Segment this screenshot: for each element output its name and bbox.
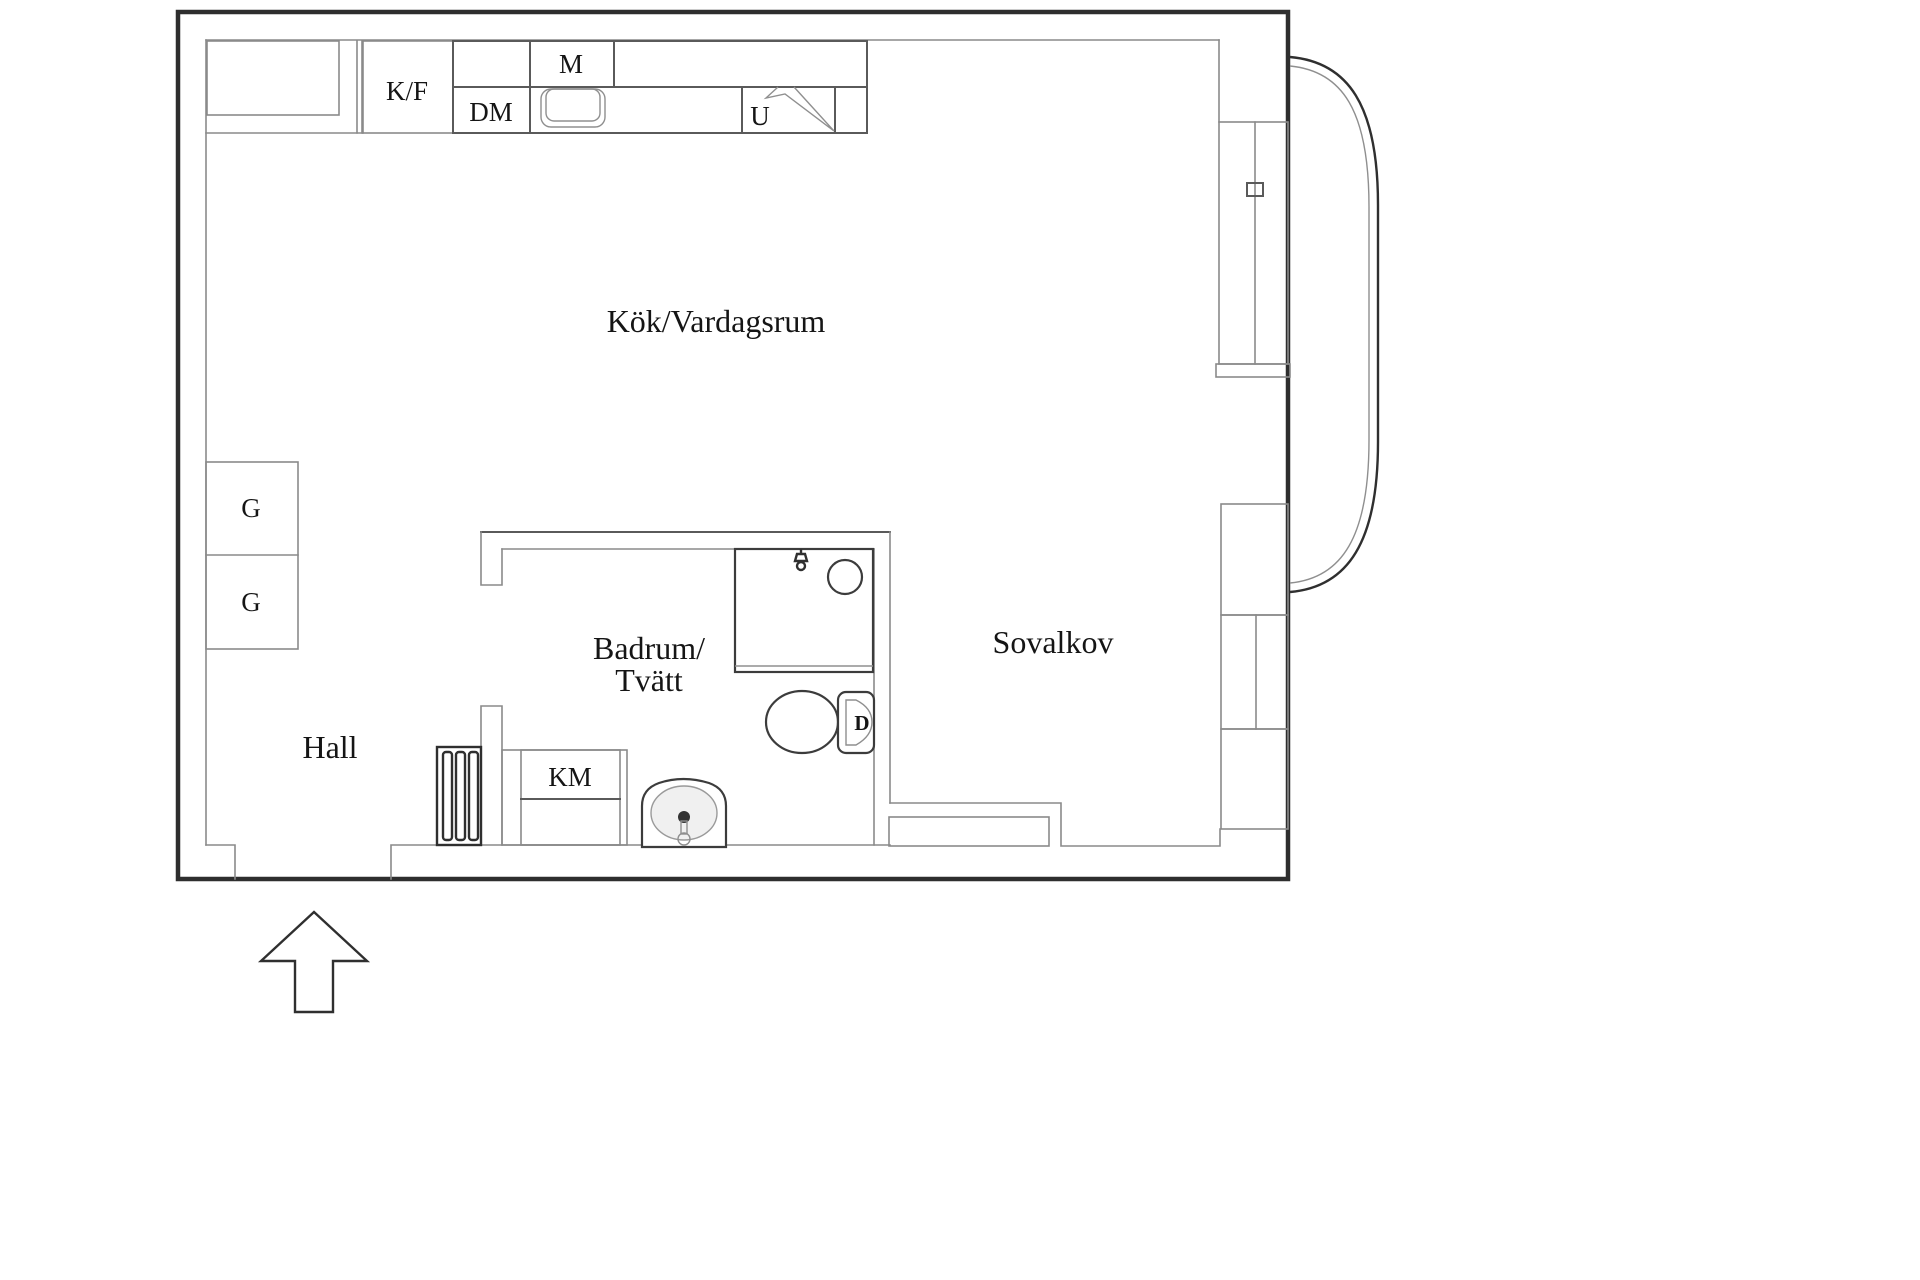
balcony-outer-curve	[1289, 55, 1380, 594]
wardrobe-1-label: G	[241, 493, 261, 523]
entrance	[257, 910, 371, 1014]
washbasin-faucet-stem	[680, 820, 688, 835]
apartment-outline	[175, 9, 1291, 882]
kitchen: K/F M DM U	[205, 40, 868, 134]
radiator-slat-3	[467, 750, 480, 842]
entrance-right-jamb	[390, 844, 891, 880]
toilet: D	[764, 689, 876, 755]
dishwasher-label: DM	[469, 97, 513, 127]
washing-machine-label: KM	[548, 762, 592, 792]
kitchen-sink-inner	[545, 88, 601, 122]
oven-box	[741, 86, 836, 134]
window-sill	[1215, 363, 1291, 378]
cabinet-divider-double-line	[356, 40, 363, 134]
washing-machine-unit	[520, 749, 621, 846]
oven-label: U	[750, 101, 770, 131]
window-bays	[1215, 121, 1291, 830]
radiator-slat-2	[454, 750, 467, 842]
wardrobes: G G	[205, 461, 299, 650]
bathroom-label-line2: Tvätt	[615, 662, 683, 698]
balcony	[1289, 55, 1380, 594]
room-labels: Kök/Vardagsrum Hall	[302, 303, 825, 765]
bathroom-label-line1: Badrum/	[593, 630, 705, 666]
kitchen-living-label: Kök/Vardagsrum	[607, 303, 826, 339]
window-bay-lower	[1220, 614, 1289, 730]
sleeping-alcove-label: Sovalkov	[993, 624, 1114, 660]
entrance-arrow-icon	[257, 910, 371, 1014]
sleeping-alcove: Sovalkov	[888, 624, 1114, 847]
radiator-frame	[435, 745, 483, 847]
counter-top-row	[452, 40, 868, 88]
bathroom-left-pier-bottom	[480, 705, 503, 846]
wardrobe-2-label: G	[241, 587, 261, 617]
bathroom-left-pier-top	[480, 531, 503, 586]
low-shelf	[888, 816, 1050, 847]
shower-drain-circle	[826, 558, 864, 596]
microwave-label: M	[559, 49, 583, 79]
microwave-cabinet-dividers	[529, 40, 615, 88]
bottom-right-step	[889, 802, 1221, 847]
radiator	[435, 745, 483, 847]
washbasin	[640, 777, 728, 849]
bathroom: D KM Badrum/ Tvätt	[435, 531, 891, 849]
counter-lower-row	[452, 86, 868, 134]
wall-pier-lower	[1220, 728, 1289, 830]
shower	[733, 547, 875, 674]
radiator-slat-1	[441, 750, 454, 842]
window-bay-upper	[1218, 121, 1289, 365]
oven-door-symbol	[763, 86, 835, 132]
washbasin-faucet-handle	[677, 832, 691, 846]
balcony-inner-curve	[1289, 65, 1370, 584]
toilet-cistern-inner	[845, 699, 873, 746]
hall-label: Hall	[302, 729, 357, 765]
fridge-freezer-label: K/F	[386, 76, 428, 106]
kitchen-sink	[540, 88, 606, 128]
washbasin-faucet-dot	[678, 811, 690, 823]
shower-knob-icon	[795, 560, 807, 572]
top-left-cabinet	[206, 40, 340, 116]
toilet-bowl	[764, 689, 840, 755]
wall-pier-upper	[1220, 503, 1289, 616]
inner-bottom-left	[205, 844, 236, 880]
washing-machine: KM	[501, 749, 628, 846]
shower-mixer-icon	[793, 549, 809, 563]
toilet-flush-glyph: D	[854, 711, 869, 735]
window-handle	[1246, 182, 1264, 197]
